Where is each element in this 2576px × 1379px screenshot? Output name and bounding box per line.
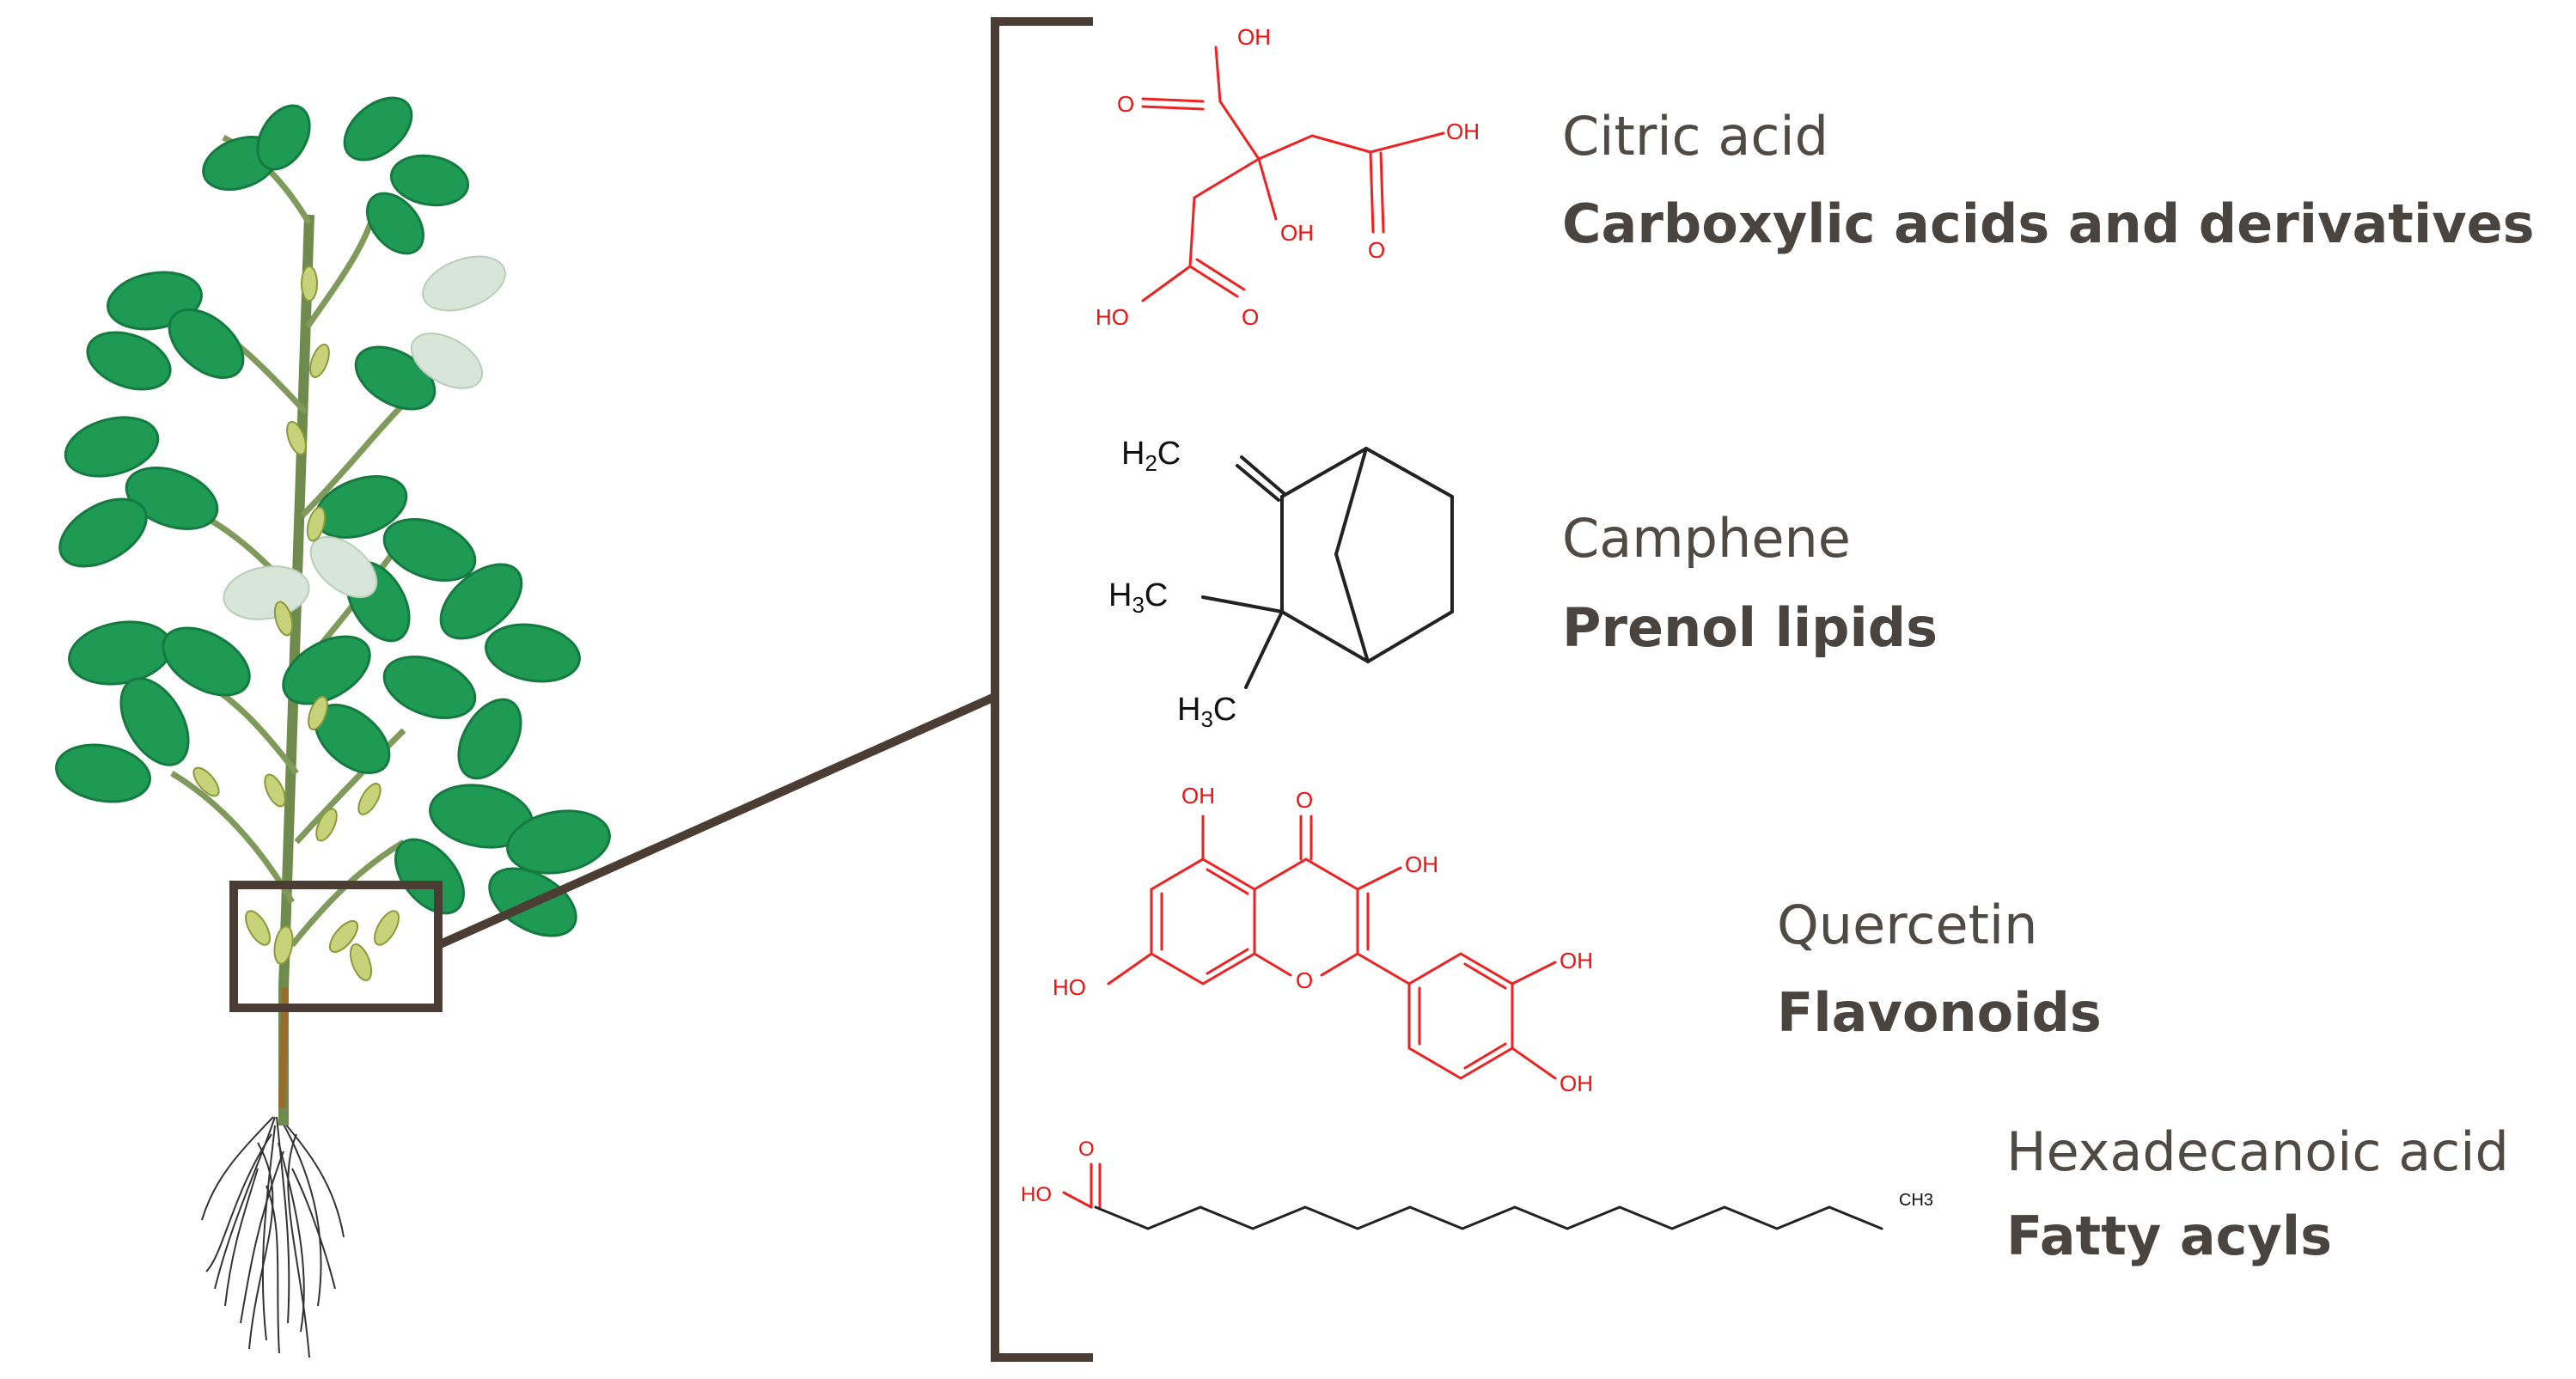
atom-label-oh: OH [1446, 119, 1480, 144]
camphene-structure: H2C H3C H3C [1108, 436, 1454, 732]
compound-class-flavonoids: Flavonoids [1777, 981, 2102, 1044]
atom-label-h3c: H3C [1177, 692, 1236, 732]
atom-label-ch3: CH3 [1899, 1191, 1933, 1210]
atom-label-h3c: H3C [1108, 577, 1168, 618]
atom-label-o: O [1368, 237, 1385, 263]
atom-label-o: O [1117, 91, 1134, 117]
atom-label-ho: HO [1021, 1183, 1052, 1206]
atom-label-oh: OH [1280, 220, 1314, 246]
atom-label-oh: OH [1181, 783, 1215, 808]
atom-label-ho: HO [1053, 974, 1086, 1000]
compound-name-camphene: Camphene [1562, 507, 1851, 570]
atom-label-oh: OH [1560, 948, 1593, 973]
atom-label-oh: OH [1237, 24, 1271, 50]
atom-label-h2c: H2C [1121, 436, 1181, 476]
atom-label-o: O [1242, 304, 1259, 330]
root-system-icon [201, 1116, 345, 1358]
compound-name-citric-acid: Citric acid [1562, 105, 1828, 168]
zoom-box [229, 881, 443, 1012]
compound-class-fatty-acyls: Fatty acyls [2006, 1205, 2332, 1267]
atom-label-oh: OH [1405, 851, 1438, 877]
bracket [991, 17, 1093, 1362]
atom-label-o: O [1296, 967, 1313, 993]
atom-label-ho: HO [1096, 304, 1129, 330]
compound-class-prenol-lipids: Prenol lipids [1562, 596, 1938, 659]
compound-class-carboxylic-acids: Carboxylic acids and derivatives [1562, 192, 2535, 255]
soybean-plant-illustration [55, 96, 611, 1358]
compound-name-quercetin: Quercetin [1777, 894, 2037, 956]
quercetin-structure: OH O OH O HO OH OH [1053, 783, 1593, 1096]
zoom-connector-line [436, 692, 999, 949]
atom-label-o: O [1078, 1138, 1095, 1161]
atom-label-oh: OH [1560, 1071, 1593, 1096]
citric-acid-structure: OH O OH OH O HO O [1096, 24, 1480, 330]
compound-name-hexadecanoic-acid: Hexadecanoic acid [2006, 1120, 2509, 1183]
atom-label-o: O [1296, 787, 1313, 813]
hexadecanoic-acid-structure: O HO CH3 [1021, 1138, 1933, 1230]
